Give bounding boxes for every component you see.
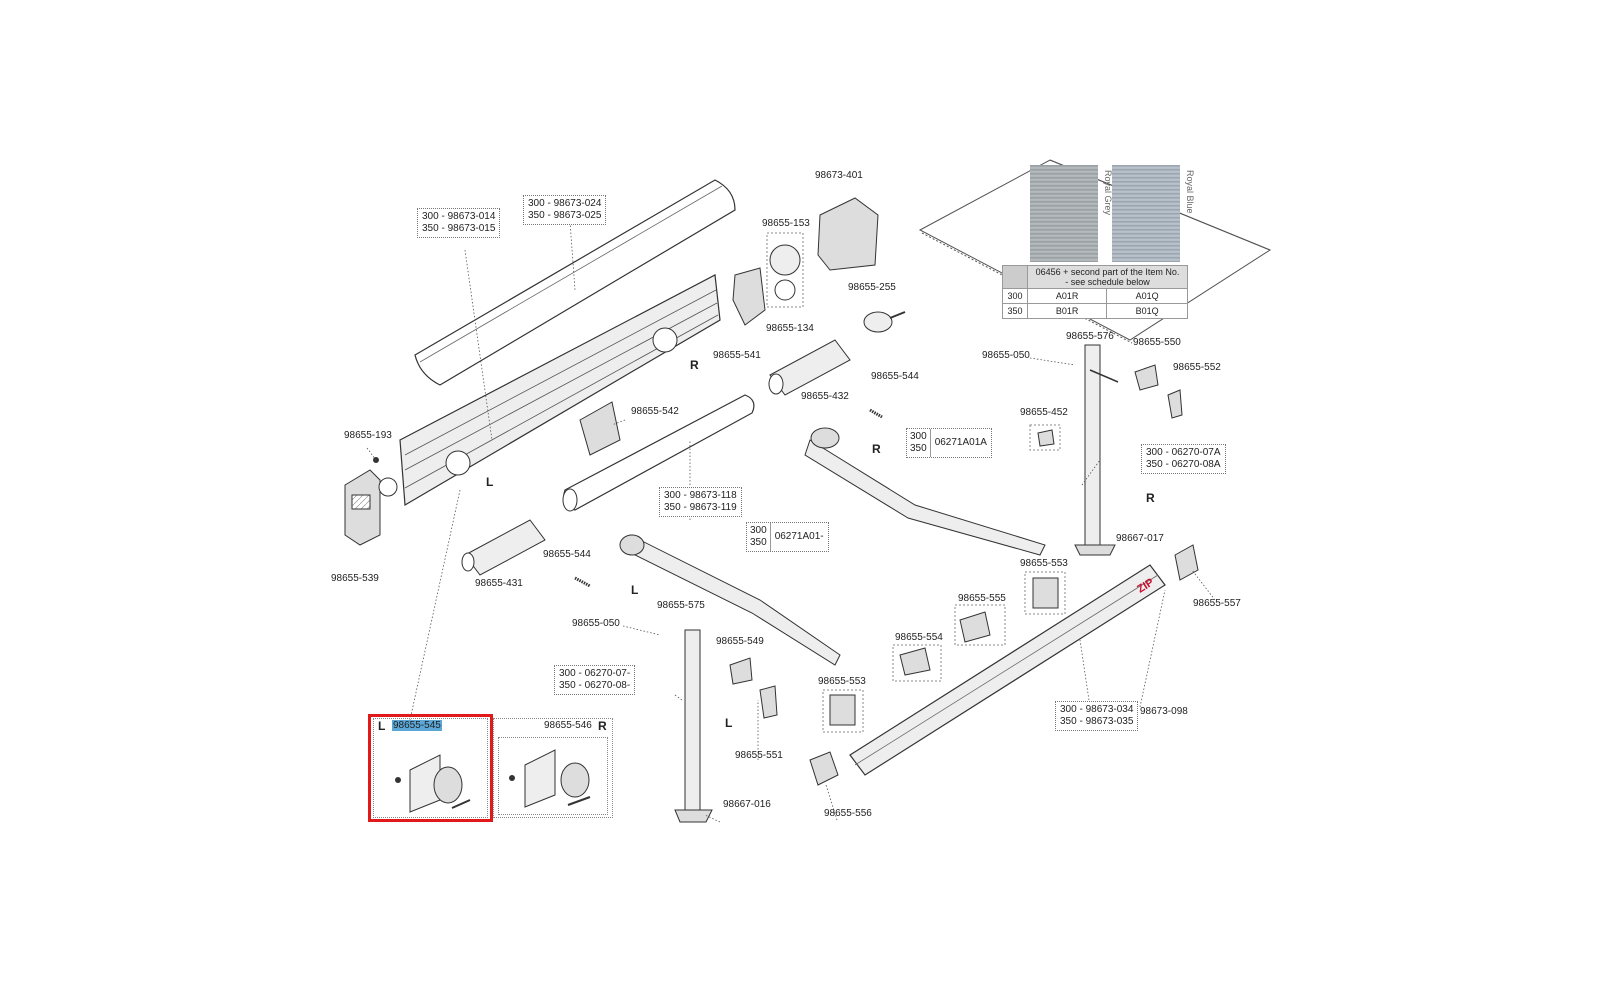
rail-end-cap-556-part	[809, 751, 839, 786]
end-cap-left-part	[344, 469, 398, 546]
leader-lines	[366, 221, 1216, 823]
part-label: 98655-550	[1133, 337, 1181, 348]
part-label: 98655-556	[824, 808, 872, 819]
support-leg-right-part	[1074, 344, 1119, 556]
clip-549-part	[729, 657, 753, 685]
part-label: 98655-575	[657, 600, 705, 611]
side-marker-right: R	[690, 358, 699, 372]
fabric-swatch-grey	[1030, 165, 1098, 262]
selected-part-highlight[interactable]	[368, 714, 493, 822]
case-housing-part	[399, 274, 721, 507]
clip-541-part	[732, 267, 766, 326]
part-label: 98655-050	[572, 618, 620, 629]
top-cover-part	[414, 179, 736, 386]
support-arm-left-part	[619, 534, 841, 666]
part-label: 98655-553	[818, 676, 866, 687]
part-label: 98673-401	[815, 170, 863, 181]
part-label: 98655-255	[848, 282, 896, 293]
part-label: 98655-544	[543, 549, 591, 560]
schedule-grey-code: B01R	[1026, 303, 1108, 319]
part-label: 98655-544	[871, 371, 919, 382]
roller-tube-part	[562, 394, 755, 512]
part-label: 98667-017	[1116, 533, 1164, 544]
part-label: 98655-539	[331, 573, 379, 584]
lever-552-part	[1167, 389, 1183, 419]
bracket-542-part	[579, 401, 621, 456]
fabric-schedule-table: 06456 + second part of the Item No.- see…	[1002, 265, 1188, 319]
part-label: 98655-555	[958, 593, 1006, 604]
schedule-grey-code: A01R	[1026, 288, 1108, 304]
clip-550-part	[1134, 364, 1159, 391]
bracket-554-part	[892, 644, 942, 682]
bracket-553-part	[822, 571, 1066, 733]
front-rail-part: ZIP	[849, 564, 1166, 776]
side-marker-right: R	[872, 442, 881, 456]
part-label: 98673-098	[1140, 706, 1188, 717]
kit-546-box	[493, 718, 613, 818]
part-label: 98655-541	[713, 350, 761, 361]
rail-end-cap-557-part	[1174, 544, 1199, 581]
roller-end-431-part	[461, 519, 546, 576]
kit-546-sketch	[509, 749, 591, 808]
support-arm-right-part	[804, 427, 1046, 556]
kit-545-sketch	[395, 754, 471, 813]
fabric-swatch-blue	[1112, 165, 1180, 262]
schedule-size: 350	[1002, 303, 1028, 319]
part-label: 98655-153	[762, 218, 810, 229]
side-marker-left: L	[631, 583, 639, 597]
kit-546-label: 98655-546	[544, 720, 592, 731]
kit-545-side-marker: L	[378, 719, 386, 733]
fabric-swatch-blue-label: Royal Blue	[1185, 170, 1195, 214]
part-label: 98655-134	[766, 323, 814, 334]
part-label: 98655-576	[1066, 331, 1114, 342]
kit-545-label: 98655-545	[392, 720, 442, 731]
bracket-555-part	[954, 604, 1006, 646]
part-label: 98655-549	[716, 636, 764, 647]
schedule-blue-code: A01Q	[1106, 288, 1188, 304]
schedule-size: 300	[1002, 288, 1028, 304]
part-label: 98667-016	[723, 799, 771, 810]
part-label: 98655-553	[1020, 558, 1068, 569]
schedule-blue-code: B01Q	[1106, 303, 1188, 319]
side-marker-right: R	[1146, 491, 1155, 505]
part-label: 98655-050	[982, 350, 1030, 361]
part-label: 98655-551	[735, 750, 783, 761]
spring-544-part	[574, 408, 883, 588]
part-label: 98655-557	[1193, 598, 1241, 609]
part-label: 98655-193	[344, 430, 392, 441]
support-leg-left-part	[674, 629, 713, 823]
kit-546-side-marker: R	[598, 719, 607, 733]
schedule-subheader: - see schedule below	[1065, 277, 1150, 287]
knob-452-part	[1029, 424, 1061, 451]
lever-551-part	[759, 685, 778, 719]
schedule-header: 06456 + second part of the Item No.	[1035, 267, 1180, 277]
part-label: 98655-554	[895, 632, 943, 643]
part-label: 98655-431	[475, 578, 523, 589]
fabric-swatch-grey-label: Royal Grey	[1103, 170, 1113, 216]
side-marker-left: L	[486, 475, 494, 489]
roller-end-432-part	[768, 339, 851, 396]
schedule-row: 350 B01R B01Q	[1002, 303, 1188, 319]
part-label: 98655-452	[1020, 407, 1068, 418]
kit-546-inner-box	[498, 737, 608, 815]
leg-left-label: 300 - 06270-07-350 - 06270-08-	[554, 665, 636, 695]
knob-255-part	[863, 311, 906, 333]
part-label: 98655-552	[1173, 362, 1221, 373]
part-label: 98655-432	[801, 391, 849, 402]
kit-545-box	[373, 718, 488, 818]
side-marker-left: L	[725, 716, 733, 730]
part-label: 98655-542	[631, 406, 679, 417]
end-cap-right-part	[817, 197, 879, 271]
schedule-row: 300 A01R A01Q	[1002, 288, 1188, 304]
gear-153-part	[766, 232, 804, 308]
